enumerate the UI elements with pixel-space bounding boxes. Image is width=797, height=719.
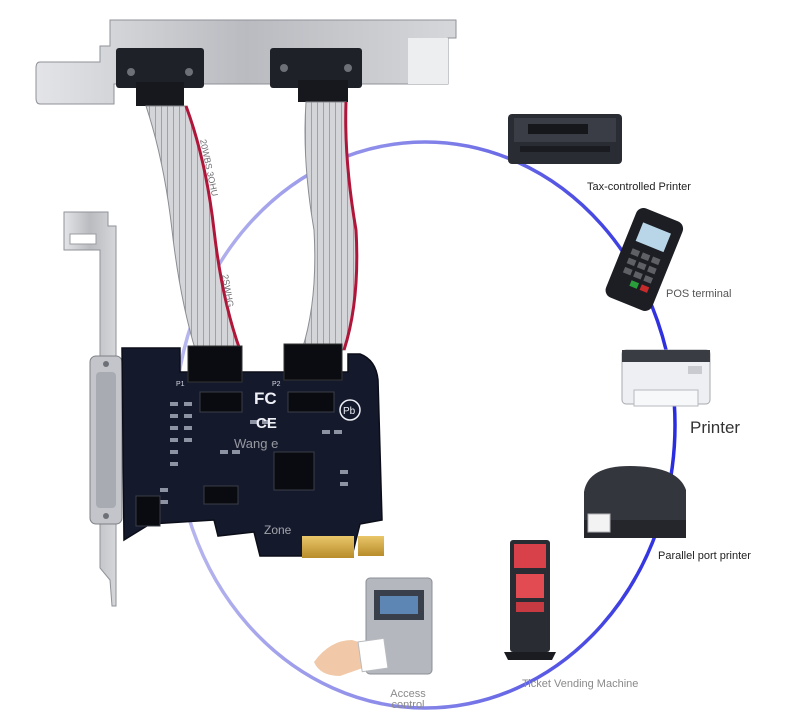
ribbon-cable-2 [301,101,359,351]
label-parallel-printer: Parallel port printer [658,550,751,562]
port-label-p1: P1 [176,381,185,388]
pb-free-mark [339,399,361,421]
label-printer-icon [584,466,686,538]
access-control-icon [314,577,433,676]
label-tax-printer: Tax-controlled Printer [587,181,691,193]
watermark-2: Zone [264,523,292,537]
label-ticket-machine: Ticket Vending Machine [522,678,639,690]
ticket-kiosk-icon [504,540,556,660]
parallel-bracket [63,211,123,607]
ribbon-cable-1 [145,105,242,353]
top-serial-bracket [35,19,457,106]
ce-mark: CE [256,415,277,432]
fc-mark: FC [254,389,277,408]
pos-terminal-icon [605,208,684,311]
laser-printer-icon [621,349,711,407]
label-access-line2: control [391,699,425,711]
port-label-p2: P2 [272,381,281,388]
tax-printer-icon [508,114,622,164]
watermark-1: Wang e [234,436,278,451]
label-pos-terminal: POS terminal [666,288,732,300]
label-access-line1: Access [390,688,426,700]
label-printer: Printer [690,418,741,437]
pcie-card [121,343,384,558]
pb-text: Pb [343,406,356,417]
